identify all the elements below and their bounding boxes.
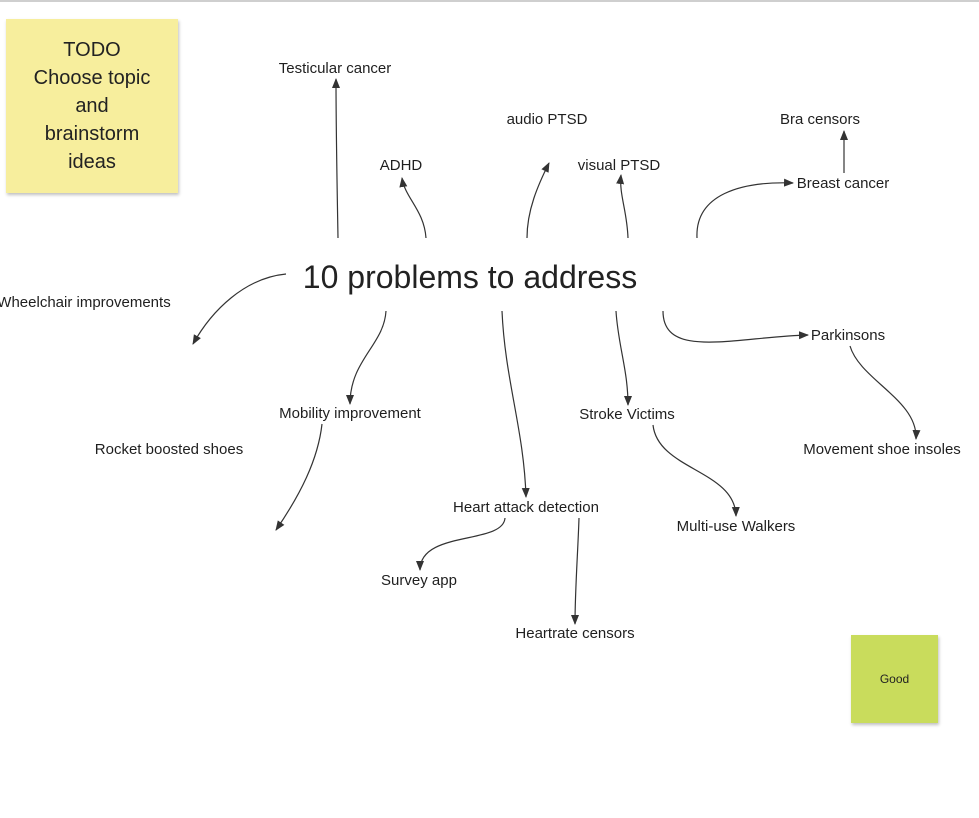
node-heart-attack-detection[interactable]: Heart attack detection <box>453 499 599 516</box>
connector-visual-ptsd <box>616 174 629 239</box>
sticky-note-good[interactable]: Good <box>851 635 938 723</box>
node-multi-use-walkers[interactable]: Multi-use Walkers <box>676 518 796 535</box>
node-audio-ptsd[interactable]: audio PTSD <box>506 111 588 128</box>
connector-walkers <box>652 424 740 517</box>
node-testicular-cancer[interactable]: Testicular cancer <box>278 60 392 77</box>
connector-heartrate <box>571 517 580 625</box>
node-heartrate-censors[interactable]: Heartrate censors <box>515 625 635 642</box>
connector-insoles <box>849 345 921 440</box>
connector-parkinsons <box>662 310 809 343</box>
node-movement-shoe-insoles[interactable]: Movement shoe insoles <box>803 441 961 458</box>
node-bra-censors[interactable]: Bra censors <box>779 111 861 128</box>
node-wheelchair-improvements[interactable]: Wheelchair improvements <box>0 294 171 311</box>
node-rocket-boosted-shoes[interactable]: Rocket boosted shoes <box>94 441 244 458</box>
node-parkinsons[interactable]: Parkinsons <box>810 327 886 344</box>
node-adhd[interactable]: ADHD <box>379 157 423 174</box>
connector-breast <box>696 178 794 239</box>
node-stroke-victims[interactable]: Stroke Victims <box>579 406 675 423</box>
connector-mobility <box>346 310 387 405</box>
top-border-divider <box>0 0 979 2</box>
node-visual-ptsd[interactable]: visual PTSD <box>577 157 661 174</box>
connector-survey <box>416 517 506 571</box>
connector-stroke <box>615 310 632 406</box>
central-topic[interactable]: 10 problems to address <box>302 259 638 295</box>
connector-testicular <box>332 78 341 239</box>
node-mobility-improvement[interactable]: Mobility improvement <box>279 405 421 422</box>
sticky-note-todo[interactable]: TODO Choose topic and brainstorm ideas <box>6 19 178 193</box>
connector-audio-ptsd <box>526 162 550 239</box>
connector-heart <box>501 310 530 498</box>
connector-adhd <box>399 177 427 239</box>
connector-rocket <box>275 423 323 531</box>
node-breast-cancer[interactable]: Breast cancer <box>796 175 890 192</box>
node-survey-app[interactable]: Survey app <box>381 572 457 589</box>
connector-wheelchair <box>192 273 287 345</box>
